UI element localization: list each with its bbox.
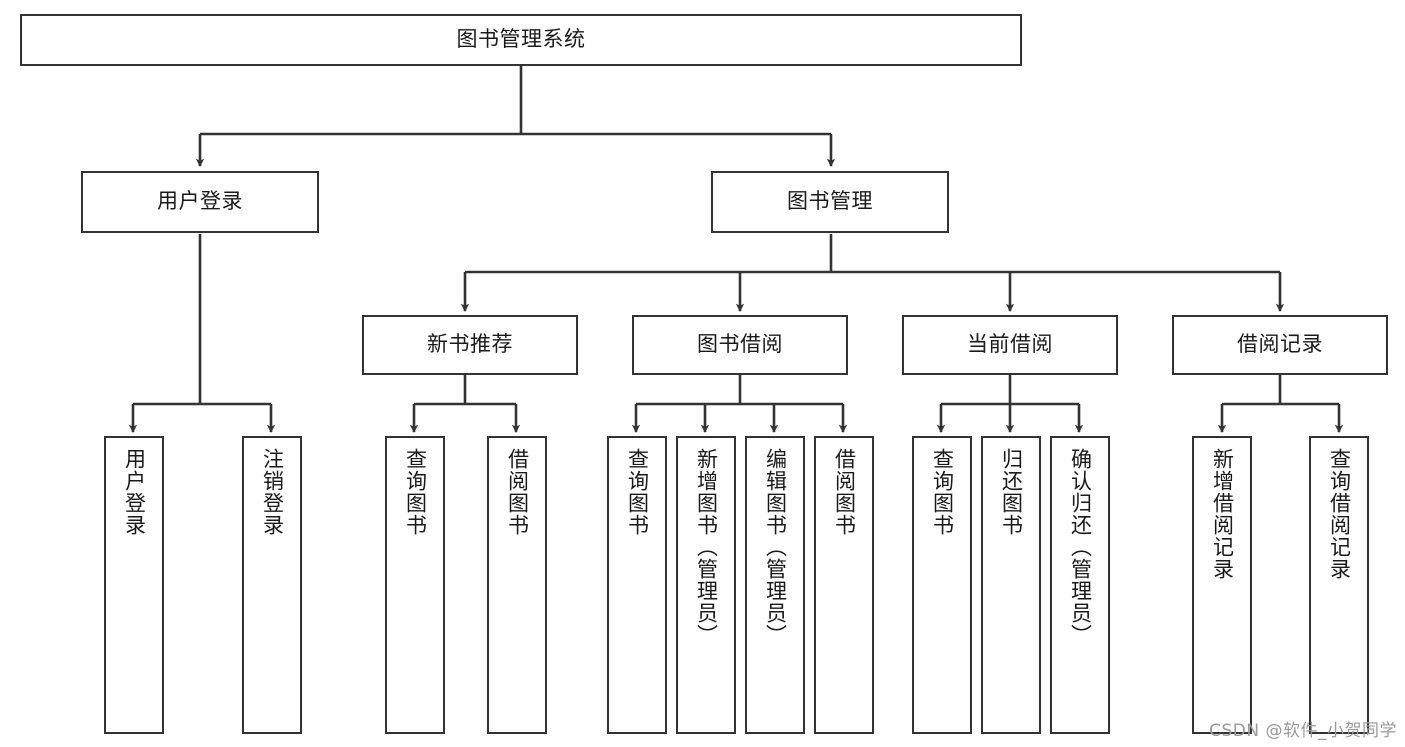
node-leaf-query-book-borrow[interactable]: 查询图书 (607, 436, 667, 734)
node-label-book-management: 图书管理 (787, 189, 873, 214)
node-label-user-login: 用户登录 (157, 189, 243, 214)
node-label-leaf-query-book-borrow: 查询图书 (625, 448, 650, 536)
node-label-borrow-record: 借阅记录 (1237, 332, 1323, 357)
node-leaf-query-borrow-record[interactable]: 查询借阅记录 (1309, 436, 1369, 734)
node-book-borrow[interactable]: 图书借阅 (632, 315, 848, 375)
node-label-leaf-user-login: 用户登录 (122, 448, 147, 536)
node-label-book-borrow: 图书借阅 (697, 332, 783, 357)
node-leaf-user-login[interactable]: 用户登录 (104, 436, 164, 734)
node-label-leaf-confirm-return-admin: 确认归还（管理员） (1068, 448, 1093, 646)
node-label-leaf-logout: 注销登录 (260, 448, 285, 536)
node-current-borrow[interactable]: 当前借阅 (902, 315, 1118, 375)
node-leaf-query-book-current[interactable]: 查询图书 (912, 436, 972, 734)
node-label-leaf-add-borrow-record: 新增借阅记录 (1210, 448, 1235, 580)
node-leaf-logout[interactable]: 注销登录 (242, 436, 302, 734)
node-leaf-add-borrow-record[interactable]: 新增借阅记录 (1192, 436, 1252, 734)
node-leaf-borrow-book-borrow[interactable]: 借阅图书 (814, 436, 874, 734)
node-new-book-recommend[interactable]: 新书推荐 (362, 315, 578, 375)
node-label-leaf-query-borrow-record: 查询借阅记录 (1327, 448, 1352, 580)
node-borrow-record[interactable]: 借阅记录 (1172, 315, 1388, 375)
node-label-leaf-query-book-newbook: 查询图书 (403, 448, 428, 536)
node-label-leaf-add-book-admin: 新增图书（管理员） (694, 448, 719, 646)
node-label-leaf-borrow-book-borrow: 借阅图书 (832, 448, 857, 536)
csdn-watermark: CSDN @软件_小贺同学 (1209, 721, 1397, 741)
node-leaf-confirm-return-admin[interactable]: 确认归还（管理员） (1050, 436, 1110, 734)
node-leaf-query-book-newbook[interactable]: 查询图书 (385, 436, 445, 734)
node-label-leaf-borrow-book-newbook: 借阅图书 (505, 448, 530, 536)
node-leaf-add-book-admin[interactable]: 新增图书（管理员） (676, 436, 736, 734)
node-label-new-book-recommend: 新书推荐 (427, 332, 513, 357)
node-leaf-return-book[interactable]: 归还图书 (981, 436, 1041, 734)
node-leaf-edit-book-admin[interactable]: 编辑图书（管理员） (745, 436, 805, 734)
node-label-root: 图书管理系统 (456, 27, 586, 52)
node-leaf-borrow-book-newbook[interactable]: 借阅图书 (487, 436, 547, 734)
node-label-leaf-query-book-current: 查询图书 (930, 448, 955, 536)
node-label-current-borrow: 当前借阅 (967, 332, 1053, 357)
node-root-book-management-system[interactable]: 图书管理系统 (20, 14, 1022, 66)
node-book-management[interactable]: 图书管理 (711, 171, 949, 233)
node-label-leaf-return-book: 归还图书 (999, 448, 1024, 536)
node-label-leaf-edit-book-admin: 编辑图书（管理员） (763, 448, 788, 646)
node-user-login[interactable]: 用户登录 (81, 171, 319, 233)
